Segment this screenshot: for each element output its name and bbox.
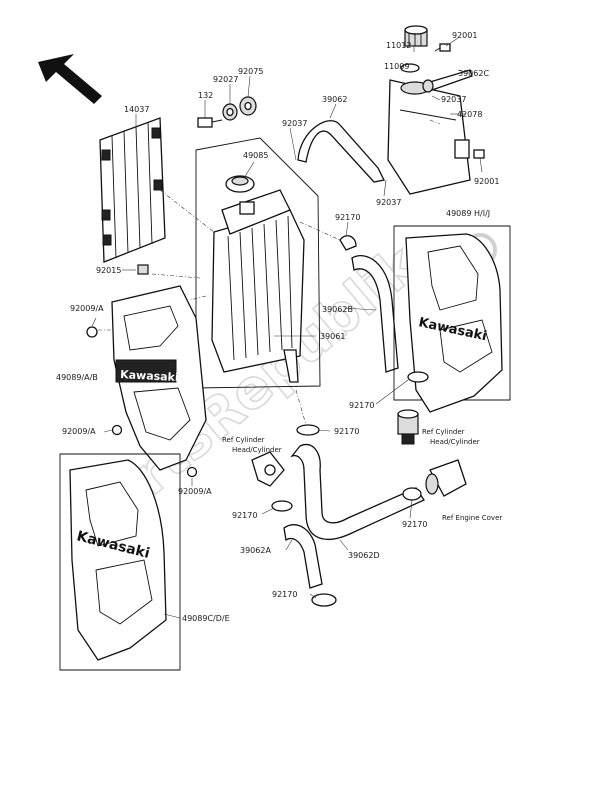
shroud-left-49089AB: Kawasaki [111,285,207,471]
label-92170-d: 92170 [232,511,257,520]
label-92015: 92015 [96,266,121,275]
radiator-louver-left [99,117,166,263]
label-92001-right: 92001 [474,177,499,186]
label-ref-cylinder-left-2: Head/Cylinder [232,446,282,454]
shroud-lower-49089CDE: Kawasaki [59,453,181,671]
label-132: 132 [198,91,213,100]
fitting-engine-cover [425,459,467,497]
label-39062C: 39062C [458,69,489,78]
label-39062: 39062 [322,95,347,104]
label-92009A-top: 92009/A [70,304,104,313]
brand-text-left: Kawasaki [120,368,179,384]
clamp-92170-bottom [311,593,337,607]
label-39062D: 39062D [348,551,380,560]
fitting-cylinder-head-left [251,451,285,487]
bolt-92009A-mid [111,424,123,436]
label-92009A-bot: 92009/A [178,487,212,496]
clamp-92170-right [407,371,429,383]
label-11009: 11009 [384,62,409,71]
label-92037-mid: 92037 [282,119,307,128]
label-42078: 42078 [457,110,482,119]
label-ref-cylinder-right-2: Head/Cylinder [430,438,480,446]
label-49089AB: 49089/A/B [56,373,98,382]
reserve-tank-42078 [387,79,471,195]
label-39062B: 39062B [322,305,353,314]
hose-39062D [290,443,425,540]
label-92027: 92027 [213,75,238,84]
label-39061: 39061 [320,332,345,341]
label-11012: 11012 [386,41,411,50]
label-ref-engine-cover: Ref Engine Cover [442,514,502,522]
hose-39062A [283,524,323,589]
clamp-92170-middle [296,424,320,436]
label-92001-top: 92001 [452,31,477,40]
label-92170-c: 92170 [334,427,359,436]
hose-39062B [351,255,399,373]
bolt-92009A-top [86,326,98,338]
label-ref-cylinder-left-1: Ref Cylinder [222,436,265,444]
bolt-92001-right [473,149,485,159]
label-92037-bot: 92037 [376,198,401,207]
gasket-11009 [400,63,420,73]
tank-cap-11012 [404,25,428,47]
bolt-92001-top [434,43,451,52]
label-92009A-mid: 92009/A [62,427,96,436]
label-49085: 49085 [243,151,268,160]
nut-92015 [137,264,149,275]
overflow-hose-39062 [297,120,385,183]
part-labels: 11012 92001 11009 39062C 92027 92075 132… [56,31,502,623]
clamp-92170-upper [339,235,357,251]
label-92170-e: 92170 [402,520,427,529]
label-39062A: 39062A [240,546,271,555]
label-ref-cylinder-right-1: Ref Cylinder [422,428,465,436]
label-92170-f: 92170 [272,590,297,599]
collar-92027 [222,103,238,121]
label-92170-b: 92170 [349,401,374,410]
fitting-cylinder-head-right [397,409,419,445]
label-92037-top: 92037 [441,95,466,104]
clamp-92170-lower-left [271,500,293,512]
label-92075: 92075 [238,67,263,76]
label-14037: 14037 [124,105,149,114]
label-92170-a: 92170 [335,213,360,222]
leader-lines [91,37,483,619]
front-direction-arrow-icon [38,54,102,104]
shroud-right-49089HIJ: Kawasaki [393,225,511,413]
bolt-92009A-bot [186,466,198,478]
grommet-92075 [239,96,257,116]
tube-39062C [422,69,473,93]
radiator-39061 [195,137,321,389]
label-49089HIJ: 49089 H/I/J [446,209,490,218]
bolt-132 [197,117,223,128]
radiator-cap-49085 [225,175,255,193]
label-49089CDE: 49089C/D/E [182,614,230,623]
clamp-92170-engine-cover [402,487,422,501]
